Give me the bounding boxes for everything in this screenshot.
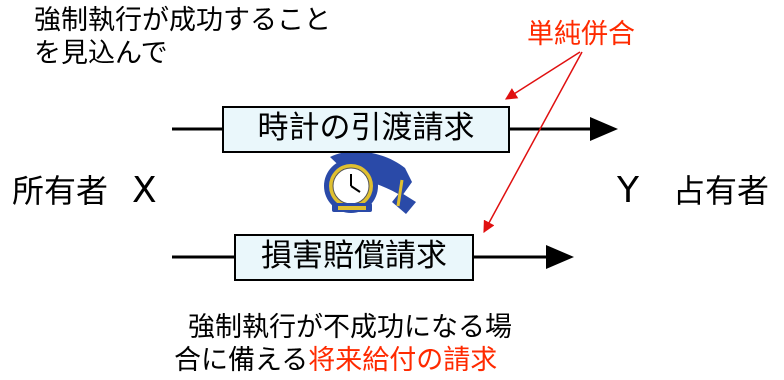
possessor-label: 占有者 [673,172,770,210]
merger-arrow-top [504,51,581,100]
bottom-note-line1: 強制執行が不成功になる場 [188,312,512,343]
bottom-claim-arrowhead [546,245,574,269]
top-note-line1: 強制執行が成功すること [34,5,331,36]
bottom-note-prefix: 合に備える [174,345,309,376]
owner-label: 所有者 [12,172,109,210]
bottom-note-highlight: 将来給付の請求 [308,345,498,376]
bottom-note-line2: 合に備える将来給付の請求 [174,344,497,377]
possessor-letter: Y [617,170,639,211]
merger-label: 単純併合 [527,19,635,50]
wristwatch-icon [324,151,416,214]
top-note-line2: を見込んで [34,38,168,69]
claim-box-delivery: 時計の引渡請求 [222,106,510,153]
merger-arrow-bottom [483,51,583,234]
claim-box-damages: 損害賠償請求 [234,234,474,281]
top-claim-arrowhead [590,117,618,141]
owner-letter: X [132,170,157,211]
